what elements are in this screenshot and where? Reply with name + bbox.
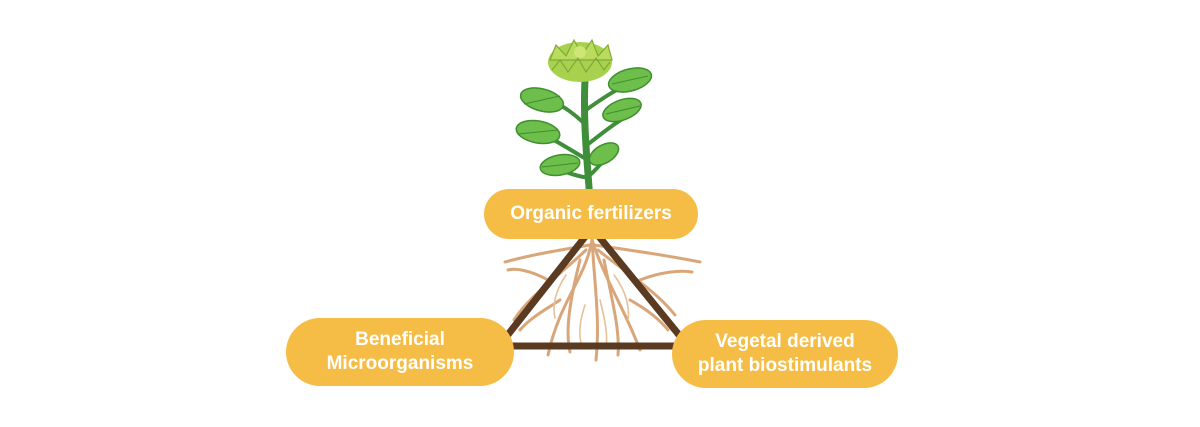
node-vegetal-derived-biostimulants-line-2: plant biostimulants — [697, 355, 873, 376]
node-vegetal-derived-biostimulants-line-1: Vegetal derived — [715, 331, 855, 352]
node-beneficial-microorganisms-line-1: Beneficial — [355, 329, 445, 350]
plant-icon — [515, 38, 653, 204]
node-vegetal-derived-biostimulants: Vegetal derived plant biostimulants — [672, 320, 898, 388]
node-organic-fertilizers: Organic fertilizers — [484, 189, 698, 239]
triangle-connector — [495, 224, 692, 350]
node-organic-fertilizers-line-1: Organic fertilizers — [510, 203, 672, 224]
flower-head-icon — [548, 38, 613, 82]
node-beneficial-microorganisms: Beneficial Microorganisms — [286, 318, 514, 386]
node-beneficial-microorganisms-line-2: Microorganisms — [326, 353, 474, 374]
